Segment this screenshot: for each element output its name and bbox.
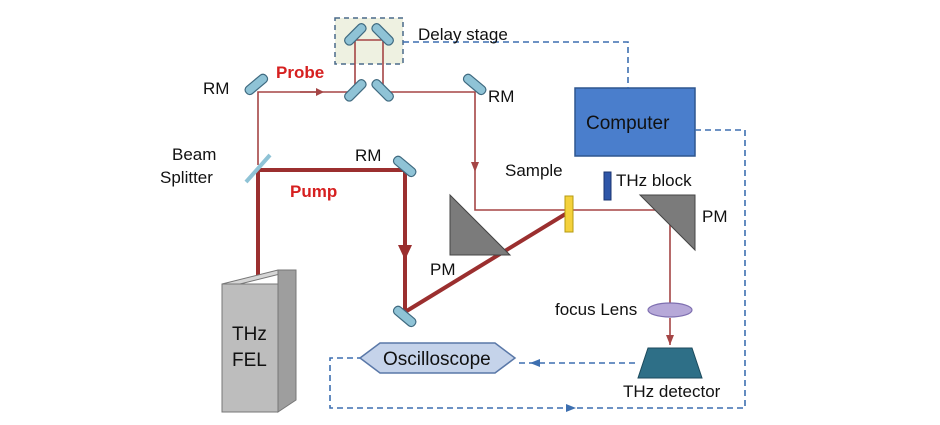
rm-middle-mirror <box>392 155 417 178</box>
rm-right-mirror <box>462 73 487 96</box>
label-rm-middle: RM <box>355 146 381 165</box>
loop-arrow <box>566 404 576 412</box>
label-fel-1: THz <box>232 324 267 345</box>
label-computer: Computer <box>586 113 670 134</box>
label-rm-right: RM <box>488 87 514 106</box>
probe-mirror-left <box>344 79 367 102</box>
label-thz-block: THz block <box>616 171 692 190</box>
label-thz-detector: THz detector <box>623 382 721 401</box>
thz-fel <box>221 269 297 413</box>
label-pump: Pump <box>290 182 337 201</box>
oscilloscope <box>358 342 517 374</box>
label-beam-splitter-1: Beam <box>172 145 216 164</box>
label-beam-splitter-2: Splitter <box>160 168 213 187</box>
sample <box>564 195 574 233</box>
pump-arrow <box>398 245 412 260</box>
label-fel-2: FEL <box>232 350 267 371</box>
focus-lens <box>647 302 693 318</box>
mirrors <box>244 23 487 328</box>
label-focus-lens: focus Lens <box>555 300 637 319</box>
label-delay-stage: Delay stage <box>418 25 508 44</box>
label-oscilloscope: Oscilloscope <box>383 349 491 370</box>
rm-left-mirror <box>244 73 269 96</box>
label-sample: Sample <box>505 161 563 180</box>
pm-right <box>638 194 696 252</box>
label-pm-right: PM <box>702 207 728 226</box>
label-probe: Probe <box>276 63 324 82</box>
label-rm-left: RM <box>203 79 229 98</box>
thz-block <box>603 171 612 201</box>
label-pm-left: PM <box>430 260 456 279</box>
pm-left <box>449 193 512 256</box>
delay-mirror-right <box>371 23 394 46</box>
beam-splitter <box>244 153 272 184</box>
delay-mirror-left <box>344 23 367 46</box>
thz-detector <box>637 347 703 379</box>
probe-mirror-right <box>371 79 394 102</box>
computer <box>574 87 696 157</box>
probe-down-arrow <box>471 162 479 172</box>
osc-arrow <box>530 359 540 367</box>
rm-bottom-mirror <box>392 305 417 328</box>
probe-arrow <box>316 88 324 96</box>
